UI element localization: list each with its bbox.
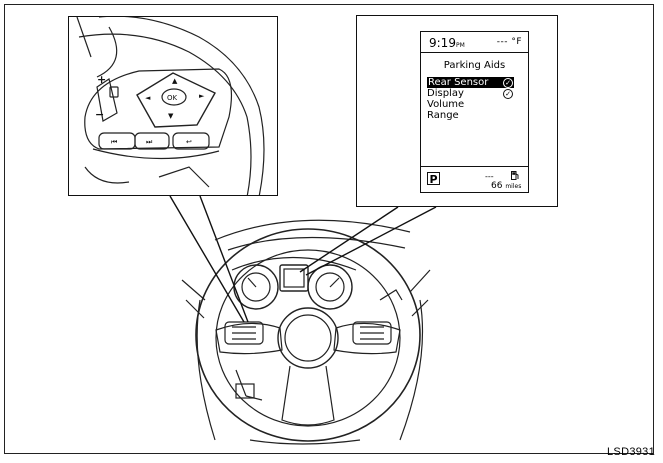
back-button[interactable]: ↩ [186,138,192,146]
range-dashes: --- [485,172,494,181]
range-value: 66 [491,181,503,191]
gear-indicator: P [427,172,440,186]
clock: 9:19PM [429,36,465,50]
volume-up-button[interactable]: + [97,73,106,86]
footer-divider [421,166,528,167]
header-divider [421,52,528,53]
switch-labels: OK ▲ ▼ ◄ ► + − ⏮ ⏭ ↩ [95,73,205,146]
menu-item-rear-sensor[interactable]: Rear Sensor [427,77,514,88]
menu-item-display[interactable]: Display [427,88,464,99]
down-button[interactable]: ▼ [168,112,174,120]
clock-ampm: PM [455,42,465,49]
check-icon: ✓ [503,89,513,99]
steering-switch-inset: OK ▲ ▼ ◄ ► + − ⏮ ⏭ ↩ [68,16,278,196]
volume-down-button[interactable]: − [95,108,104,121]
range-readout: 66 miles [491,181,521,191]
right-button[interactable]: ► [199,92,205,100]
left-button[interactable]: ◄ [145,94,151,102]
check-icon: ✓ [503,78,513,88]
next-track-button[interactable]: ⏭ [146,138,153,146]
up-button[interactable]: ▲ [172,77,178,85]
steering-switch-drawing [76,17,265,195]
vehicle-info-display: 9:19PM --- °F Parking Aids Rear Sensor ✓… [420,31,529,193]
menu-title: Parking Aids [443,60,506,71]
ok-button[interactable]: OK [167,94,178,102]
menu-item-range[interactable]: Range [427,110,459,121]
previous-track-button[interactable]: ⏮ [111,138,117,146]
figure-frame [4,4,654,454]
menu-item-volume[interactable]: Volume [427,99,465,110]
clock-time: 9:19 [429,36,456,50]
outside-temperature: --- °F [496,37,522,47]
fuel-pump-icon [511,171,519,180]
display-inset: 9:19PM --- °F Parking Aids Rear Sensor ✓… [356,15,558,207]
figure-code: LSD3931 [607,446,655,458]
range-unit: miles [505,183,522,190]
